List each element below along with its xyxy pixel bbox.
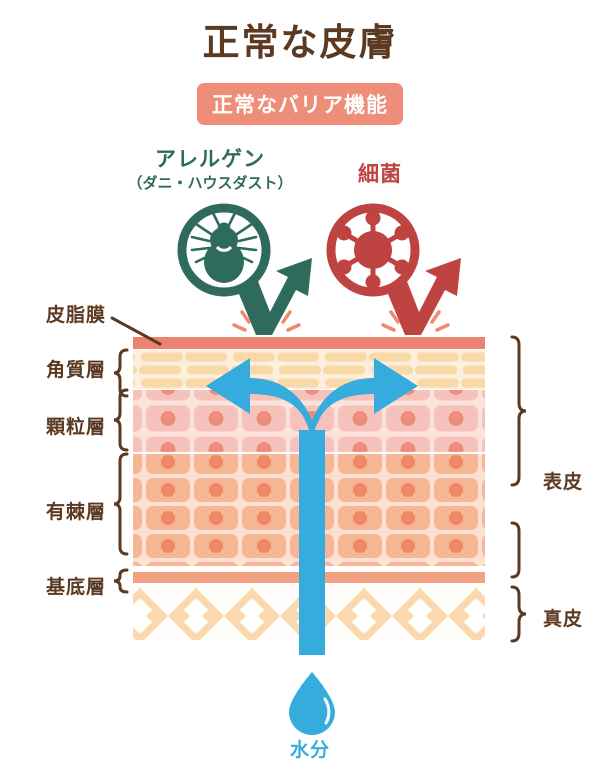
- layer-sebum-film: [133, 337, 485, 349]
- bacteria-group: [326, 203, 461, 335]
- allergen-label-sub: （ダニ・ハウスダスト）: [127, 175, 293, 192]
- moisture-label: 水分: [289, 740, 330, 761]
- bacteria-impact-sparks: [381, 310, 450, 332]
- allergen-label: アレルゲン （ダニ・ハウスダスト）: [110, 147, 310, 195]
- page-title: 正常な皮膚: [202, 22, 398, 63]
- left-braces: [113, 348, 129, 594]
- group-label-epidermis: 表皮: [543, 472, 584, 493]
- moisture-arrow: [206, 358, 418, 735]
- layer-label-corneum: 角質層: [45, 360, 106, 381]
- allergen-impact-sparks: [232, 310, 301, 332]
- brace-granular: [113, 388, 129, 452]
- layer-stratum-corneum: [133, 350, 485, 389]
- bacteria-icon: [336, 210, 410, 290]
- allergen-group: [177, 203, 312, 335]
- brace-spinous: [113, 452, 129, 556]
- allergen-label-main: アレルゲン: [155, 148, 265, 171]
- brace-basal: [113, 568, 129, 594]
- layer-label-basal: 基底層: [45, 577, 106, 598]
- status-badge: 正常なバリア機能: [197, 83, 403, 125]
- brace-epidermis-top: [510, 335, 527, 487]
- layer-label-granular: 顆粒層: [45, 417, 106, 438]
- water-drop-highlight: [323, 697, 331, 725]
- layer-label-spinous: 有棘層: [45, 502, 106, 523]
- mite-icon: [190, 211, 258, 283]
- group-label-dermis: 真皮: [543, 609, 584, 630]
- right-braces: [510, 335, 527, 643]
- skin-cross-section: [133, 337, 485, 640]
- brace-epidermis-bottom: [510, 521, 521, 579]
- bacteria-label: 細菌: [358, 163, 402, 186]
- layer-label-sebum: 皮脂膜: [45, 305, 106, 326]
- sebum-leader-line: [110, 316, 162, 346]
- water-drop-icon: [289, 672, 335, 735]
- brace-dermis: [510, 585, 527, 643]
